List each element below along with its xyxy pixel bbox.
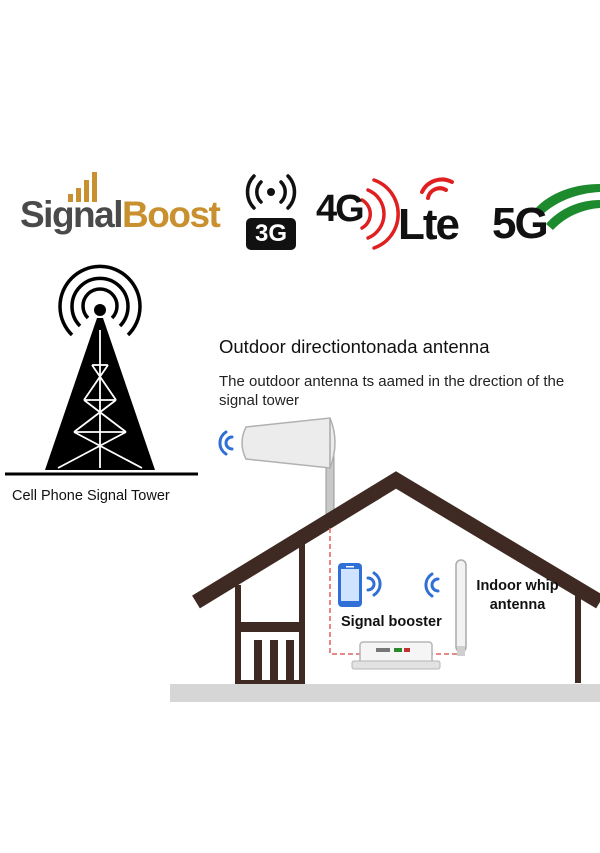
smartphone-icon <box>338 563 362 607</box>
whip-wave-icon <box>424 572 440 598</box>
indoor-whip-antenna <box>455 559 467 656</box>
signal-5g-arcs-icon <box>534 184 600 230</box>
brand-logo: SignalBoost <box>20 194 221 235</box>
cell-tower-icon <box>5 264 198 476</box>
outdoor-antenna-title: Outdoor directiontonada antenna <box>219 336 490 357</box>
network-3g-badge: 3G <box>246 218 296 250</box>
signal-4g-arcs-icon <box>360 178 400 250</box>
signal-booster-device <box>351 641 441 670</box>
brand-name-boost: Boost <box>122 194 221 235</box>
network-lte-label: Lte <box>398 200 460 249</box>
signal-booster-label: Signal booster <box>341 614 442 630</box>
outdoor-antenna <box>241 417 336 529</box>
network-4g-label: 4G <box>316 188 365 230</box>
phone-wave-icon <box>366 571 382 597</box>
tower-caption: Cell Phone Signal Tower <box>12 488 170 504</box>
outdoor-antenna-description: The outdoor antenna ts aamed in the drec… <box>219 373 565 409</box>
wifi-waves-3g-icon <box>245 174 297 210</box>
signal-lte-arcs-icon <box>420 177 454 200</box>
brand-name-signal: Signal <box>20 194 124 235</box>
outdoor-wave-icon <box>218 430 234 456</box>
indoor-whip-antenna-label: Indoor whip antenna <box>476 578 559 613</box>
house-illustration <box>170 471 600 702</box>
network-5g-label: 5G <box>492 199 549 248</box>
brand-signal-bars-icon <box>68 172 97 202</box>
antenna-cable <box>329 528 461 655</box>
